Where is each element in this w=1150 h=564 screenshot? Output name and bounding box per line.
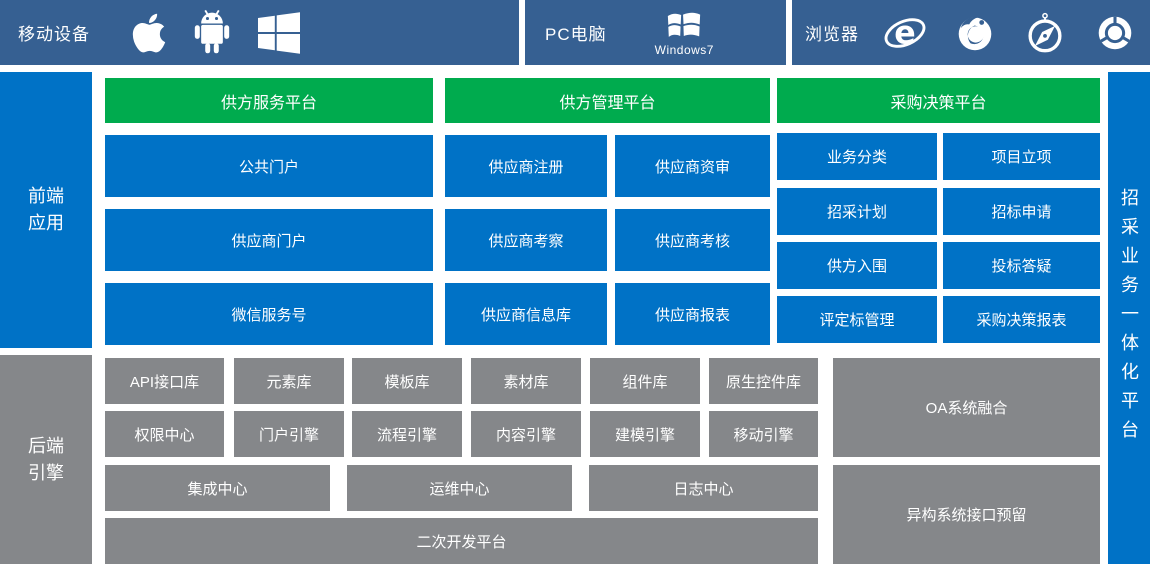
apple-icon: [132, 11, 166, 55]
windows7-icon: Windows7: [655, 9, 714, 57]
box-bidding-application: 招标申请: [943, 188, 1100, 235]
android-icon: [192, 9, 232, 56]
box-supplier-reports: 供应商报表: [615, 283, 770, 345]
sidebar-backend-engines: 后端引擎: [0, 355, 92, 564]
chrome-icon: [1092, 10, 1138, 56]
mobile-devices-label: 移动设备: [18, 25, 90, 44]
pc-label: PC电脑: [545, 25, 607, 44]
box-bid-evaluation-management: 评定标管理: [777, 296, 937, 343]
box-permission-center: 权限中心: [105, 411, 224, 457]
firefox-icon: [952, 10, 998, 56]
header-supplier-service-platform: 供方服务平台: [105, 78, 433, 123]
frontend-apps-label: 前端应用: [28, 186, 64, 233]
box-content-engine: 内容引擎: [471, 411, 581, 457]
box-mobile-engine: 移动引擎: [709, 411, 818, 457]
box-supplier-assessment: 供应商考核: [615, 209, 770, 271]
topbar-mobile-devices: 移动设备: [0, 0, 519, 65]
box-supplier-shortlist: 供方入围: [777, 242, 937, 289]
box-process-engine: 流程引擎: [352, 411, 462, 457]
box-element-library: 元素库: [234, 358, 344, 404]
windows7-caption: Windows7: [654, 42, 714, 57]
topbar-pc: PC电脑 Windows7: [525, 0, 786, 65]
box-supplier-info-database: 供应商信息库: [445, 283, 607, 345]
box-oa-system-integration: OA系统融合: [833, 358, 1100, 457]
topbar-browsers: 浏览器 e: [792, 0, 1150, 65]
box-supplier-portal: 供应商门户: [105, 209, 433, 271]
box-wechat-service-account: 微信服务号: [105, 283, 433, 345]
safari-icon: [1022, 10, 1068, 56]
box-supplier-registration: 供应商注册: [445, 135, 607, 197]
box-native-control-library: 原生控件库: [709, 358, 818, 404]
box-api-library: API接口库: [105, 358, 224, 404]
box-material-library: 素材库: [471, 358, 581, 404]
box-operations-center: 运维中心: [347, 465, 572, 511]
box-log-center: 日志中心: [589, 465, 818, 511]
strip-procurement-integration-platform: 招采业务一体化平台: [1108, 72, 1150, 564]
box-integration-center: 集成中心: [105, 465, 330, 511]
backend-engines-label: 后端引擎: [28, 435, 64, 483]
box-secondary-development-platform: 二次开发平台: [105, 518, 818, 564]
box-procurement-plan: 招采计划: [777, 188, 937, 235]
box-procurement-decision-reports: 采购决策报表: [943, 296, 1100, 343]
header-procurement-decision-platform: 采购决策平台: [777, 78, 1100, 123]
box-component-library: 组件库: [590, 358, 700, 404]
box-portal-engine: 门户引擎: [234, 411, 344, 457]
sidebar-frontend-apps: 前端应用: [0, 72, 92, 348]
box-supplier-inspection: 供应商考察: [445, 209, 607, 271]
box-public-portal: 公共门户: [105, 135, 433, 197]
box-heterogeneous-system-interface-reserve: 异构系统接口预留: [833, 465, 1100, 564]
ie-icon: e: [882, 10, 928, 56]
box-bid-clarification: 投标答疑: [943, 242, 1100, 289]
windows-icon: [258, 11, 300, 54]
box-template-library: 模板库: [352, 358, 462, 404]
browsers-label: 浏览器: [805, 25, 859, 44]
box-project-initiation: 项目立项: [943, 133, 1100, 180]
svg-text:e: e: [894, 15, 915, 51]
header-supplier-management-platform: 供方管理平台: [445, 78, 770, 123]
box-modeling-engine: 建模引擎: [590, 411, 700, 457]
procurement-integration-platform-label: 招采业务一体化平台: [1119, 187, 1139, 449]
box-supplier-qualification-review: 供应商资审: [615, 135, 770, 197]
box-business-classification: 业务分类: [777, 133, 937, 180]
